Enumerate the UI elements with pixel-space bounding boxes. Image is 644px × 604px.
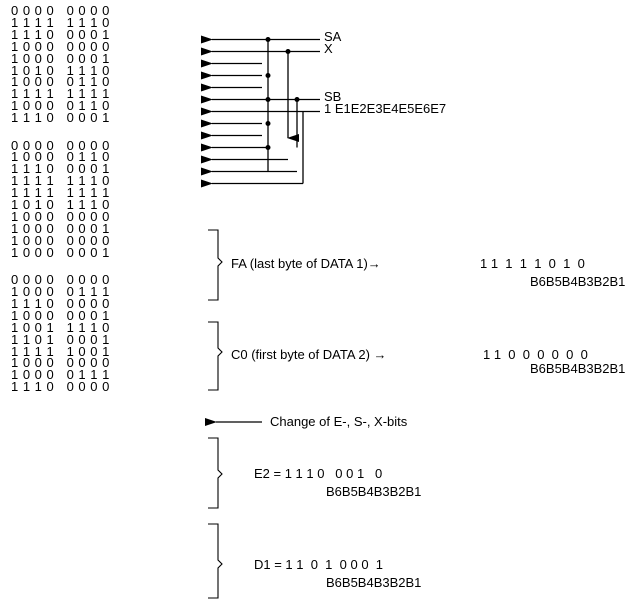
signal-label-e-bits: 1 E1E2E3E4E5E6E7 xyxy=(324,101,447,116)
bit-row: 1 1 1 0 0 0 0 1 xyxy=(11,110,110,126)
junction-dot xyxy=(265,121,271,126)
d1-bit-names: B6B5B4B3B2B1 xyxy=(326,575,422,590)
bit-row: 1 1 1 0 0 0 0 1 xyxy=(11,26,110,42)
bracket-d1 xyxy=(208,523,223,599)
bit-row: 1 0 0 0 0 0 0 1 xyxy=(11,50,110,66)
junction-dot xyxy=(265,37,271,42)
bit-row: 1 0 1 0 1 1 1 0 xyxy=(11,197,110,213)
junction-dot xyxy=(285,49,291,54)
bit-row: 1 1 1 1 1 1 1 1 xyxy=(11,185,110,201)
bit-row: 1 0 0 0 0 0 0 0 xyxy=(11,355,110,371)
bit-row: 1 1 1 0 0 0 0 0 xyxy=(11,379,110,395)
signal-label-sa: SA xyxy=(324,29,342,44)
c0-bits: 1 1 0 0 0 0 0 0 xyxy=(483,347,588,362)
fa-label: FA (last byte of DATA 1)→ xyxy=(231,256,381,271)
bit-row: 0 0 0 0 0 0 0 0 xyxy=(11,3,110,18)
fa-bits: 1 1 1 1 1 0 1 0 xyxy=(480,256,585,271)
c0-label: C0 (first byte of DATA 2) → xyxy=(231,347,387,362)
bit-row: 1 0 0 0 0 1 1 1 xyxy=(11,367,110,383)
bracket-e2 xyxy=(208,437,223,509)
fa-bit-names: B6B5B4B3B2B1 xyxy=(530,274,626,289)
signal-label-x: X xyxy=(324,41,333,56)
bit-row: 1 0 0 0 0 1 1 0 xyxy=(11,98,110,114)
bit-row: 1 1 1 1 1 1 1 0 xyxy=(11,173,110,189)
bit-row: 1 1 1 0 0 0 0 0 xyxy=(11,295,110,311)
c0-bit-names: B6B5B4B3B2B1 xyxy=(530,361,626,376)
junction-dot xyxy=(265,145,271,150)
bit-row: 1 0 0 0 0 0 0 0 xyxy=(11,232,110,248)
bit-row: 1 1 1 1 1 1 1 0 xyxy=(11,14,110,30)
bit-row: 1 0 0 0 0 1 1 0 xyxy=(11,149,110,165)
e2-label: E2 = 1 1 1 0 0 0 1 0 xyxy=(254,466,383,481)
bit-row: 1 0 0 0 0 0 0 1 xyxy=(11,307,110,323)
bit-row: 1 0 0 0 0 0 0 0 xyxy=(11,209,110,224)
junction-dot xyxy=(265,97,271,102)
bit-row: 1 0 0 0 0 1 1 1 xyxy=(11,284,110,300)
junction-dot xyxy=(265,73,271,78)
signal-label-sb: SB xyxy=(324,89,342,104)
bracket-fa xyxy=(208,229,223,301)
bit-row: 0 0 0 0 0 0 0 0 xyxy=(11,137,110,153)
bit-row: 1 1 1 0 0 0 0 1 xyxy=(11,161,110,177)
bit-row: 1 1 0 1 0 0 0 1 xyxy=(11,331,110,347)
bit-row: 0 0 0 0 0 0 0 0 xyxy=(11,272,110,288)
change-label: Change of E-, S-, X-bits xyxy=(270,414,408,429)
e2-bit-names: B6B5B4B3B2B1 xyxy=(326,484,422,499)
bit-row: 1 0 1 0 1 1 1 0 xyxy=(11,62,110,78)
junction-dot xyxy=(294,97,300,102)
bit-row: 1 0 0 0 0 0 0 1 xyxy=(11,244,110,260)
d1-label: D1 = 1 1 0 1 0 0 0 1 xyxy=(254,557,384,572)
bit-row: 1 0 0 1 1 1 1 0 xyxy=(11,319,110,335)
bit-row: 1 1 1 1 1 1 1 1 xyxy=(11,86,110,102)
bit-row: 1 0 0 0 0 0 0 0 xyxy=(11,38,110,54)
bit-row: 1 0 0 0 0 1 1 0 xyxy=(11,74,110,90)
bracket-c0 xyxy=(208,321,223,391)
bit-row: 1 0 0 0 0 0 0 1 xyxy=(11,220,110,236)
bit-row: 1 1 1 1 1 0 0 1 xyxy=(11,343,110,359)
